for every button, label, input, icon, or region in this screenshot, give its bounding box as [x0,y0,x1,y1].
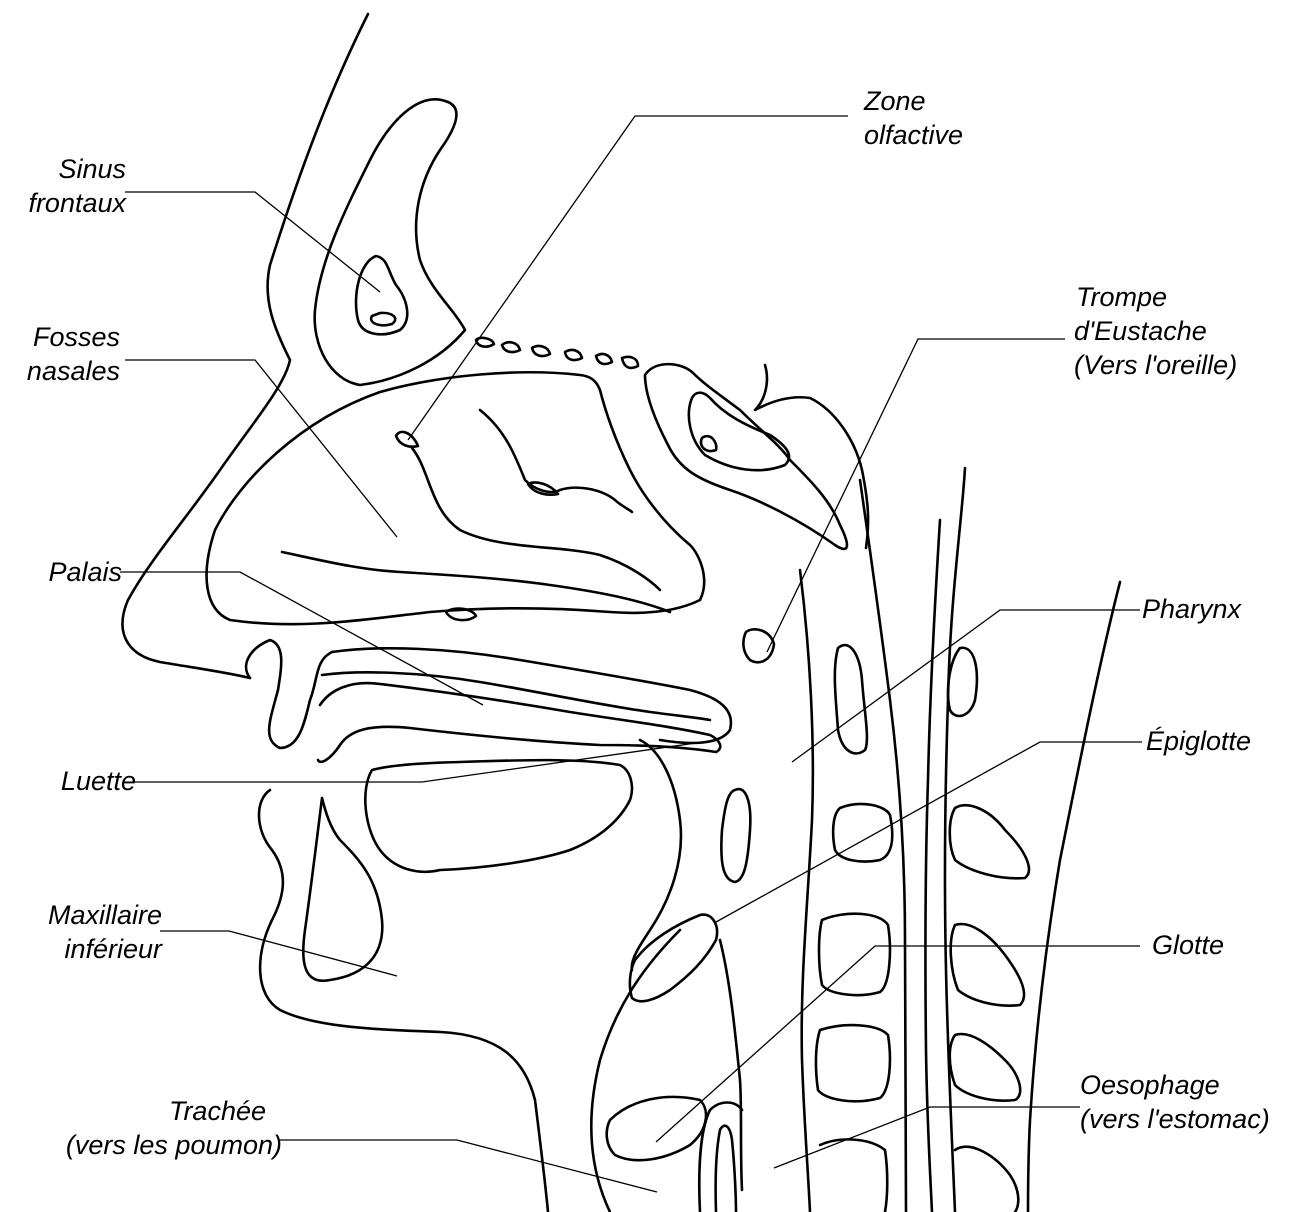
label-glotte: Glotte [1152,928,1224,962]
sphenoid-sinus [689,393,789,470]
tongue [318,683,720,762]
nasal-cavity [207,372,705,624]
frontal-sinus [315,99,465,385]
label-luette: Luette [61,764,136,798]
pharynx-front [800,570,813,1212]
spine-back [945,468,965,1212]
frontal-sinus-cavity [356,256,407,334]
sphenoid-cavity [701,436,716,451]
palate-inner [322,672,710,720]
middle-turbinate [412,448,660,590]
upper-turbinate [480,410,632,512]
lower-lip-chin [259,790,548,1212]
olfactive-knob [396,432,418,447]
leader-lines [120,116,1142,1192]
epiglottis [630,915,717,1002]
label-palais: Palais [48,555,122,589]
oral-cavity [365,760,632,872]
throat-front [591,930,680,1212]
glottis-shape [607,1097,706,1160]
face-profile [123,14,368,678]
upper-lip [246,640,332,748]
vertebrae [721,645,1029,1212]
lower-jaw-inner [303,798,382,981]
label-epiglotte: Épiglotte [1146,724,1251,758]
label-pharynx: Pharynx [1142,592,1241,626]
frontal-sinus-inner [371,313,395,325]
pharynx-wall [860,480,906,1212]
lower-turbinate [282,552,670,612]
skull-base [755,365,868,548]
trachea-right [716,1126,736,1212]
larynx [720,940,742,1190]
label-oesophage: Oesophage(vers l'estomac) [1080,1068,1270,1136]
cribriform-dashes [476,338,638,368]
label-trachee: Trachée(vers les poumon) [66,1094,282,1162]
sphenoid [645,364,847,549]
